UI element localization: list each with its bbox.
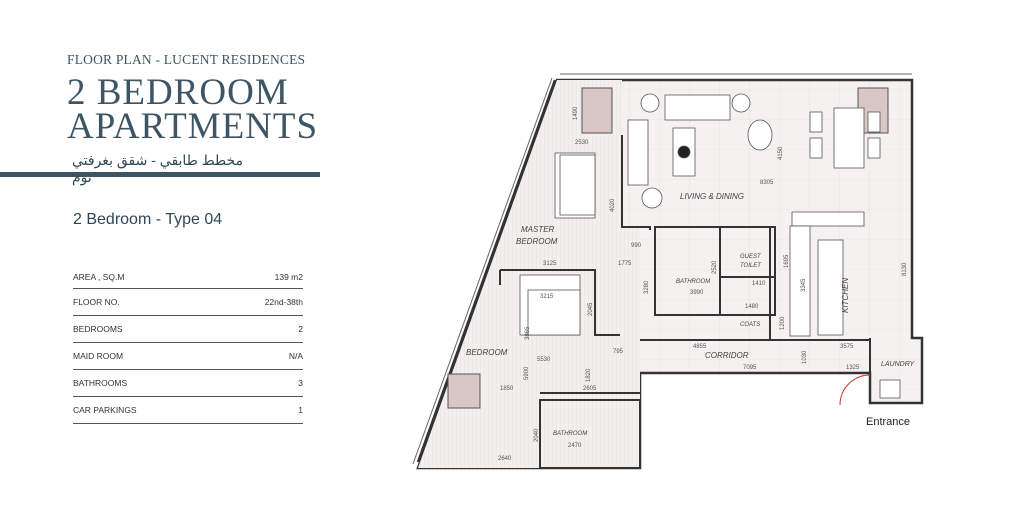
room-label: BEDROOM — [466, 348, 508, 357]
floor-plan-kicker: FLOOR PLAN - LUCENT RESIDENCES — [67, 52, 306, 67]
title-line-2: APARTMENTS — [67, 106, 319, 147]
spec-label: FLOOR NO. — [73, 297, 120, 307]
dimension: 2640 — [498, 456, 512, 462]
dimension: 4855 — [693, 344, 707, 350]
dimension: 1820 — [586, 368, 592, 382]
spec-label: BATHROOMS — [73, 378, 128, 388]
spec-label: BEDROOMS — [73, 324, 123, 334]
dimension: 5530 — [537, 357, 551, 363]
dimension: 3280 — [644, 280, 650, 294]
dimension: 7095 — [743, 365, 757, 371]
dimension: 2470 — [568, 443, 582, 449]
spec-label: MAID ROOM — [73, 351, 124, 361]
spec-label: CAR PARKINGS — [73, 405, 137, 415]
dimension: 1775 — [618, 261, 632, 267]
dimension: 5900 — [524, 366, 530, 380]
spec-value: N/A — [288, 351, 303, 361]
dimension: 1480 — [745, 304, 759, 310]
dimension: 1695 — [784, 254, 790, 268]
spec-value: 2 — [298, 324, 303, 334]
spec-row: FLOOR NO. 22nd-38th — [73, 289, 303, 316]
room-label: BATHROOM — [676, 279, 710, 285]
spec-value: 3 — [298, 378, 303, 388]
dimension: 795 — [613, 349, 624, 355]
title-line-1: 2 BEDROOM — [67, 72, 289, 113]
spec-label: AREA , SQ.M — [73, 272, 125, 282]
room-label: KITCHEN — [841, 278, 850, 313]
specs-table: AREA , SQ.M 139 m2 FLOOR NO. 22nd-38th BED… — [73, 266, 303, 424]
dimension: 3125 — [543, 261, 557, 267]
interior-walls — [499, 135, 871, 469]
room-label: MASTER — [521, 225, 555, 234]
dimension: 2605 — [583, 386, 597, 392]
spec-row: MAID ROOM N/A — [73, 343, 303, 370]
room-label: GUEST — [740, 254, 762, 260]
dimension: 1325 — [846, 365, 860, 371]
dimension: 8305 — [760, 180, 774, 186]
dimension: 4020 — [610, 198, 616, 212]
dimension: 2045 — [588, 302, 594, 316]
dimension: 3865 — [525, 326, 531, 340]
dimension: 2040 — [534, 428, 540, 442]
dimension: 2530 — [575, 140, 589, 146]
room-label: COATS — [740, 322, 760, 328]
room-label: BEDROOM — [516, 237, 558, 246]
column — [447, 373, 481, 409]
dimension: 1410 — [752, 281, 766, 287]
entrance-label: Entrance — [866, 416, 911, 428]
dimension-labels: 2530 1490 4020 4150 8305 990 3125 1775 2… — [498, 106, 908, 462]
dimension: 3575 — [840, 344, 854, 350]
dimension: 1200 — [780, 316, 786, 330]
spec-row: AREA , SQ.M 139 m2 — [73, 266, 303, 289]
dimension: 2520 — [712, 260, 718, 274]
spec-row: CAR PARKINGS 1 — [73, 397, 303, 424]
dimension: 3990 — [690, 290, 704, 296]
room-label: CORRIDOR — [705, 351, 749, 360]
dimension: 3215 — [540, 294, 554, 300]
dimension: 4150 — [778, 146, 784, 160]
dimension: 990 — [631, 243, 642, 249]
dimension: 8130 — [902, 262, 908, 276]
title-divider — [0, 172, 320, 177]
column — [581, 87, 613, 134]
entrance-door[interactable] — [839, 374, 871, 406]
dimension: 1850 — [500, 386, 514, 392]
unit-type: 2 Bedroom - Type 04 — [73, 211, 223, 228]
spec-value: 22nd-38th — [264, 297, 303, 307]
spec-value: 1 — [298, 405, 303, 415]
dimension: 1030 — [802, 350, 808, 364]
room-label: LAUNDRY — [881, 361, 916, 368]
spec-value: 139 m2 — [274, 272, 303, 282]
exterior-wall — [412, 73, 924, 470]
page-title: 2 BEDROOM APARTMENTS — [67, 72, 319, 147]
room-label: BATHROOM — [553, 431, 587, 437]
spec-row: BATHROOMS 3 — [73, 370, 303, 397]
dimension: 1490 — [573, 106, 579, 120]
spec-row: BEDROOMS 2 — [73, 316, 303, 343]
dimension: 3345 — [801, 278, 807, 292]
room-label: TOILET — [740, 263, 762, 269]
furniture — [519, 93, 901, 399]
room-label: LIVING & DINING — [680, 192, 744, 201]
